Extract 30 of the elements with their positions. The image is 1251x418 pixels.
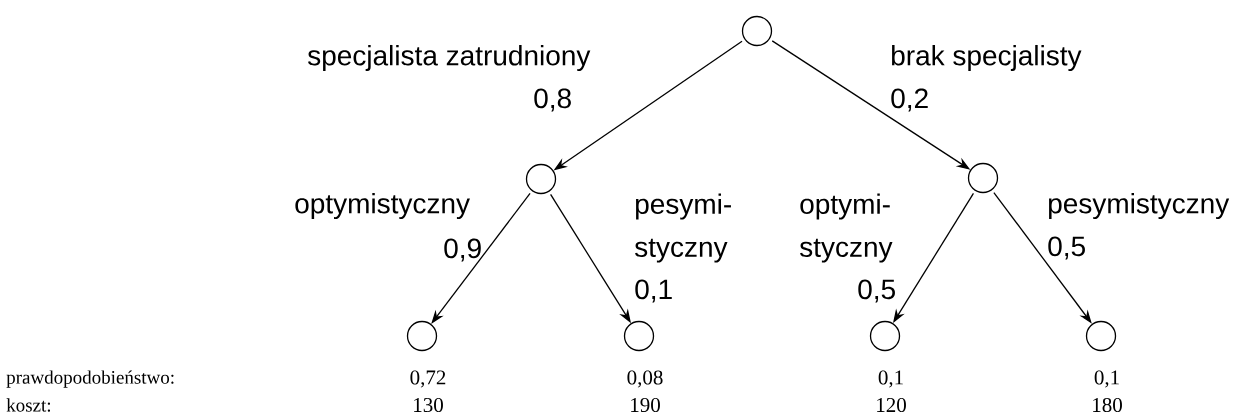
edge-label: brak specjalisty (892, 44, 1082, 72)
leaf-value: 0,1 (878, 370, 903, 388)
chance-circle (525, 163, 557, 195)
probability-label: 0,5 (858, 279, 895, 303)
row-label: prawdopodobieństwo: (6, 370, 174, 388)
chance-circle (1085, 320, 1117, 352)
chance-circle (623, 320, 655, 352)
chance-circle (869, 320, 901, 352)
probability-label: 0,2 (891, 88, 928, 112)
leaf-value: 0,1 (1094, 370, 1119, 388)
leaf-value: 190 (631, 397, 660, 413)
leaf-value: 120 (877, 397, 906, 413)
edge-label: optymi- styczny (800, 193, 893, 263)
leaf-value: 180 (1093, 397, 1122, 413)
leaf-value: 0,08 (627, 370, 663, 388)
chance-circle (967, 162, 999, 194)
row-label: koszt: (6, 398, 51, 412)
probability-label: 0,9 (444, 238, 481, 262)
edge-label: pesymi- styczny (635, 193, 731, 263)
leaf-value: 0,72 (410, 370, 446, 388)
probability-label: 0,1 (635, 279, 672, 303)
arrow (431, 192, 531, 324)
edge-label: optymistyczny (295, 192, 470, 220)
probability-label: 0,5 (1048, 236, 1085, 260)
edge-label: specjalista zatrudniony (308, 44, 591, 72)
edge-label: pesymistyczny (1049, 192, 1230, 220)
probability-label: 0,8 (534, 88, 571, 112)
leaf-value: 130 (414, 397, 443, 413)
chance-circle (741, 15, 773, 47)
chance-circle (406, 320, 438, 352)
